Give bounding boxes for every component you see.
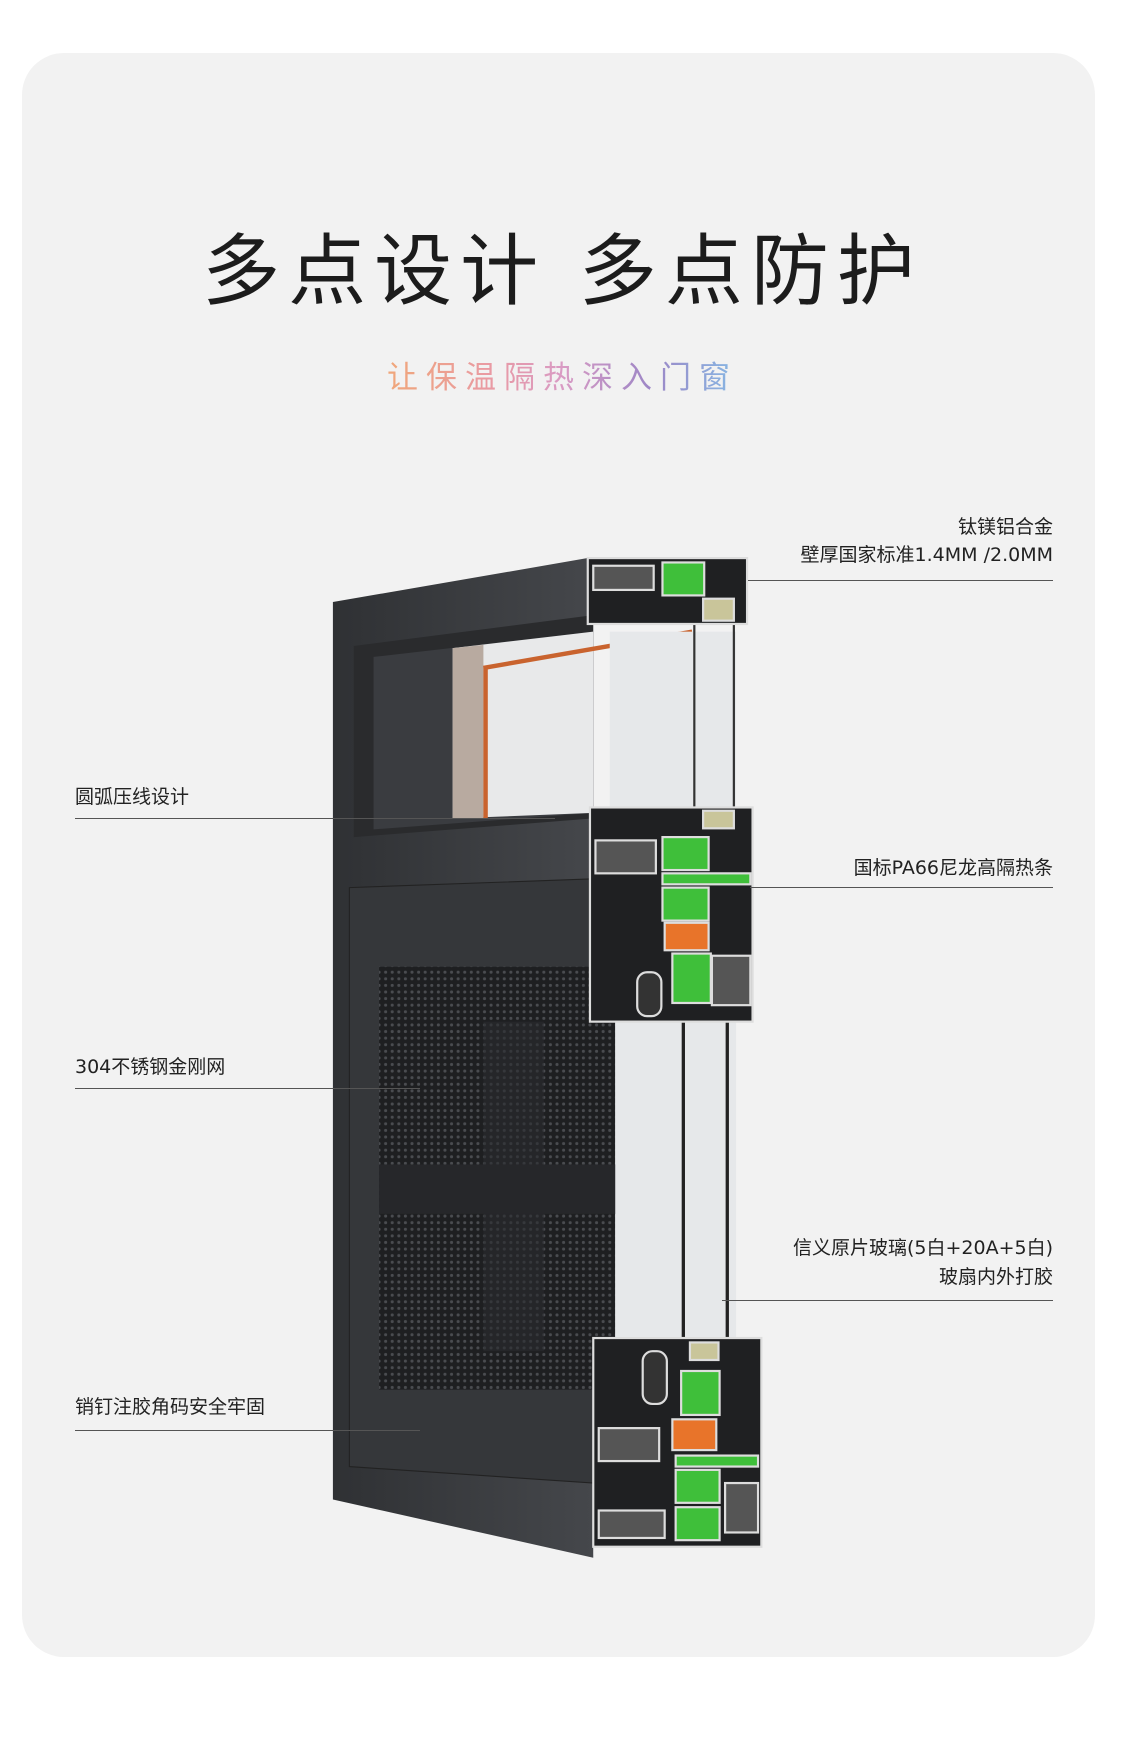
sash-rail [379,1164,654,1214]
page-subtitle: 让保温隔热深入门窗 [0,356,1125,400]
leader-line-alloy [748,580,1053,581]
leader-line-mesh [75,1088,420,1089]
profile-bottom [592,1336,763,1548]
label-wall-thickness: 壁厚国家标准1.4MM /2.0MM [800,544,1053,566]
glass-pane-upper [609,631,737,808]
glass-pane-lower [615,1021,737,1341]
label-glass: 信义原片玻璃(5白+20A+5白) [792,1237,1053,1259]
profile-top [586,556,749,626]
label-alloy-material: 钛镁铝合金 [957,516,1053,538]
label-thermal-strip: 国标PA66尼龙高隔热条 [853,857,1053,879]
leader-line-glass [722,1300,1053,1301]
leader-line-thermal-strip [750,887,1053,888]
profile-middle [588,806,754,1023]
label-glass-sealing: 玻扇内外打胶 [938,1266,1053,1288]
leader-line-corner [75,1430,420,1431]
label-mesh: 304不锈钢金刚网 [75,1056,226,1078]
label-corner-joint: 销钉注胶角码安全牢固 [75,1396,266,1418]
label-arc-bead: 圆弧压线设计 [75,786,190,808]
subtitle-text: 让保温隔热深入门窗 [387,360,738,396]
leader-line-arc-bead [75,818,555,819]
page-title: 多点设计 多点防护 [202,227,923,317]
upper-glass-edge [452,644,484,819]
